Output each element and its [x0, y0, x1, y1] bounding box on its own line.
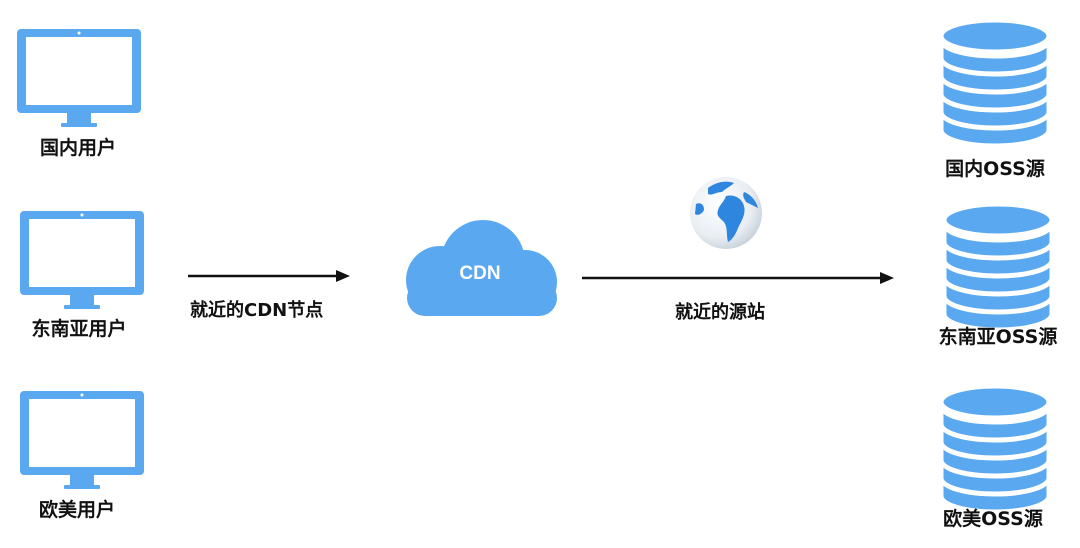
origin-label-china: 国内OSS源: [945, 158, 1045, 180]
arrow-label-to-origin: 就近的源站: [675, 302, 765, 323]
arrow-to-origin: [582, 272, 894, 284]
user-node-west: 欧美用户: [20, 389, 150, 521]
database-icon: [940, 19, 1050, 147]
origin-node-china: 国内OSS源: [940, 14, 1050, 180]
user-label-china: 国内用户: [39, 137, 116, 159]
arrow-to-cdn: [188, 270, 350, 282]
cdn-label: CDN: [459, 263, 501, 284]
origin-label-sea: 东南亚OSS源: [938, 326, 1058, 348]
origin-label-west: 欧美OSS源: [943, 508, 1043, 530]
user-node-sea: 东南亚用户: [20, 209, 150, 340]
database-icon: [940, 385, 1050, 513]
cdn-cloud: CDN: [395, 218, 565, 318]
user-node-china: 国内用户: [17, 27, 147, 159]
cloud-icon: [406, 220, 557, 316]
database-icon: [943, 203, 1053, 331]
monitor-icon: [20, 211, 144, 309]
monitor-icon: [17, 29, 141, 127]
globe-icon: [690, 177, 762, 249]
origin-node-west: 欧美OSS源: [940, 380, 1050, 530]
arrow-label-to-cdn: 就近的CDN节点: [190, 300, 324, 321]
user-label-west: 欧美用户: [38, 499, 115, 521]
user-label-sea: 东南亚用户: [31, 318, 127, 340]
monitor-icon: [20, 391, 144, 489]
origin-node-sea: 东南亚OSS源: [939, 198, 1057, 348]
